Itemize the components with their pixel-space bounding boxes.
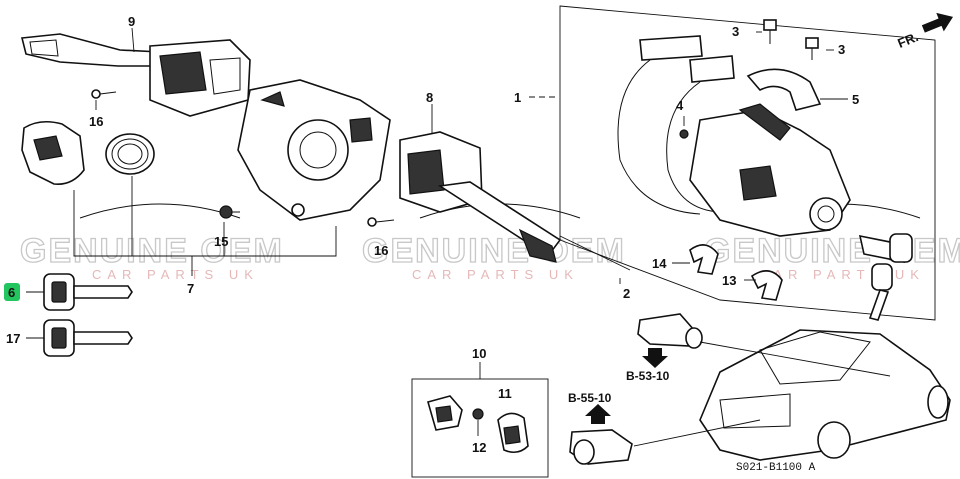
clip-part-14	[689, 244, 719, 275]
inset-box	[411, 378, 549, 478]
direction-arrow-icon	[921, 12, 954, 33]
clip-part-13	[750, 270, 783, 301]
callout-6: 6	[8, 285, 15, 300]
callout-16b: 16	[374, 243, 388, 258]
car-outline	[633, 329, 951, 461]
cable-reel-cover-part	[21, 120, 85, 186]
watermark-left: GENUINE OEM CAR PARTS UK	[19, 203, 284, 282]
callout-4: 4	[676, 98, 684, 113]
switch-part-11	[497, 412, 529, 454]
highlight-part-6	[4, 283, 20, 301]
callout-9: 9	[128, 14, 135, 29]
callout-5: 5	[852, 92, 859, 107]
callout-1: 1	[514, 90, 521, 105]
callout-14: 14	[652, 256, 667, 271]
callout-2: 2	[623, 286, 630, 301]
bolt-part-3b	[805, 37, 819, 60]
svg-text:GENUINE OEM: GENUINE OEM	[20, 232, 284, 270]
svg-text:FR.: FR.	[895, 29, 920, 51]
callout-7: 7	[187, 281, 194, 296]
spring-coil-part	[105, 133, 155, 175]
callout-8: 8	[426, 90, 433, 105]
down-arrow-icon	[642, 348, 668, 368]
trunk-cylinder-part	[637, 313, 703, 349]
door-cylinder-part	[569, 429, 633, 465]
callout-17: 17	[6, 331, 20, 346]
ignition-keys	[858, 233, 913, 321]
svg-text:CAR PARTS UK: CAR PARTS UK	[412, 267, 579, 282]
direction-indicator: FR.	[895, 12, 954, 51]
callout-3b: 3	[838, 42, 845, 57]
svg-text:GENUINE OEM: GENUINE OEM	[362, 232, 626, 270]
switch-part-10	[427, 395, 463, 431]
key-part-17	[43, 319, 133, 357]
svg-text:GENUINE OEM: GENUINE OEM	[704, 232, 960, 270]
steering-lock-part	[689, 103, 851, 237]
combination-switch-part	[21, 27, 251, 117]
callout-10: 10	[472, 346, 486, 361]
callout-13: 13	[722, 273, 736, 288]
svg-text:CAR PARTS UK: CAR PARTS UK	[92, 267, 259, 282]
callout-16a: 16	[89, 114, 103, 129]
cable-reel-part	[237, 79, 391, 221]
callout-12: 12	[472, 440, 486, 455]
bracket-lines-7	[73, 190, 337, 257]
callout-3a: 3	[732, 24, 739, 39]
screw-part-center	[367, 217, 395, 227]
reference-b-53-10: B-53-10	[626, 369, 670, 383]
reference-b-55-10: B-55-10	[568, 391, 612, 405]
clamp-part-5	[746, 68, 822, 111]
bolt-part-3a	[763, 19, 777, 44]
svg-text:CAR PARTS UK: CAR PARTS UK	[758, 267, 925, 282]
watermark-center: GENUINE OEM CAR PARTS UK	[361, 203, 626, 282]
screw-part-15	[219, 205, 240, 219]
key-part-6	[43, 273, 133, 311]
ignition-assembly-box	[559, 5, 936, 321]
diagram-code: S021-B1100 A	[736, 462, 816, 474]
callout-15: 15	[214, 234, 228, 249]
wiper-switch-part	[399, 131, 562, 263]
bolt-part-4	[679, 116, 689, 139]
up-arrow-icon	[585, 404, 611, 424]
ignition-harness-part	[617, 35, 735, 215]
screw-part-left	[91, 89, 117, 110]
callout-11: 11	[498, 386, 512, 401]
screw-part-12	[472, 408, 484, 436]
